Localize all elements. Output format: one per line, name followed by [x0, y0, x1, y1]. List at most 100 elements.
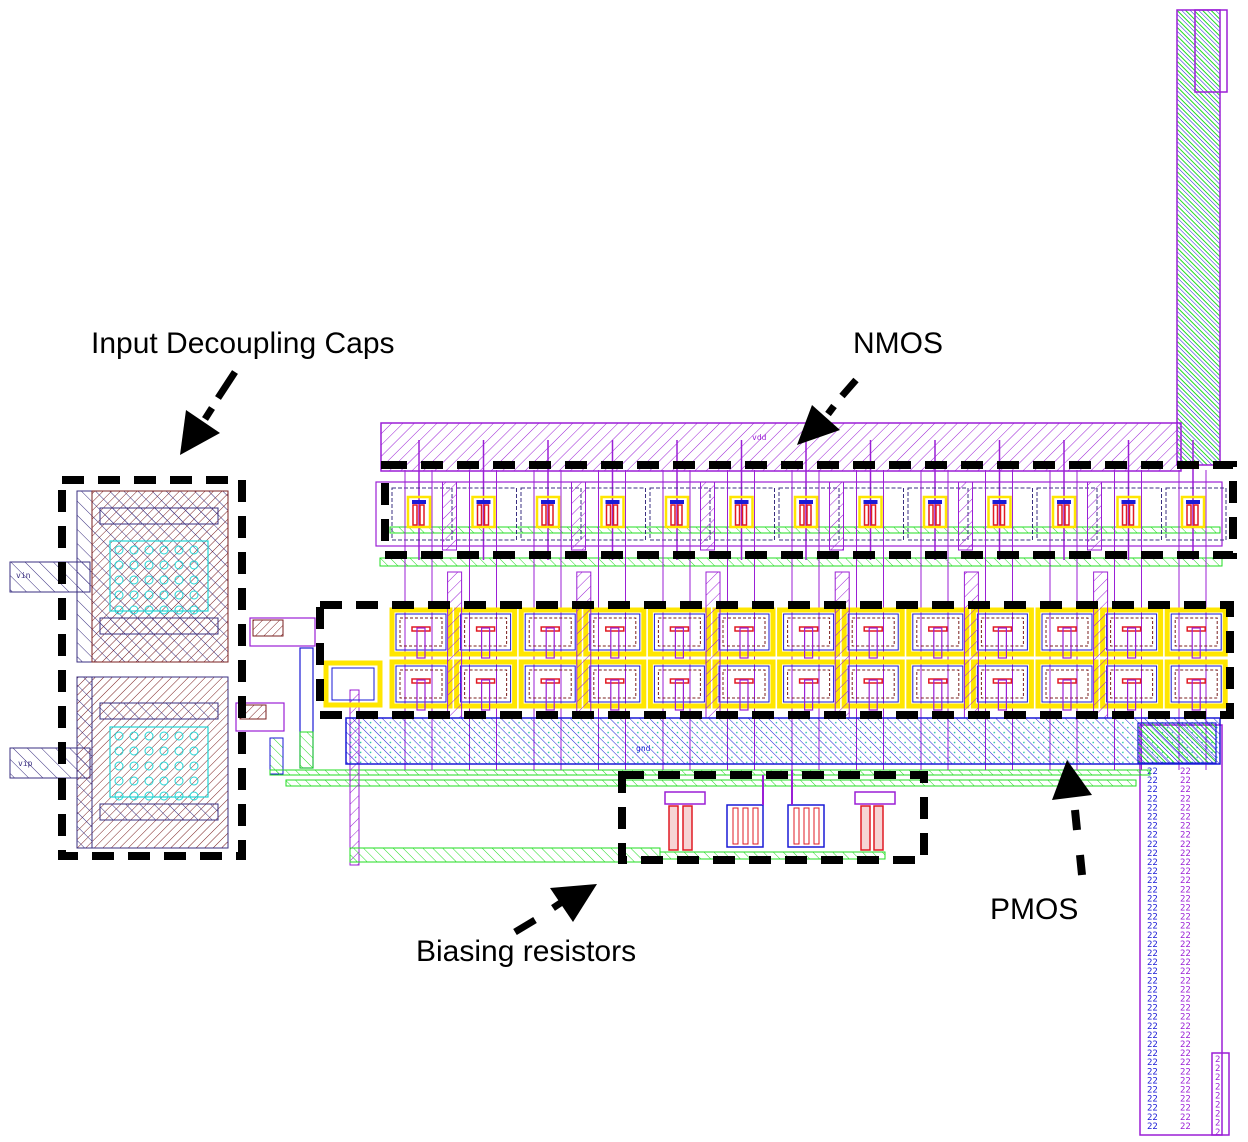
- via: [189, 761, 199, 771]
- nwell: [1100, 607, 1164, 657]
- gate-contact: [1121, 678, 1142, 684]
- diffusion: [787, 669, 831, 699]
- bus-label: 22: [1180, 1067, 1191, 1077]
- active: [847, 665, 899, 703]
- gate-route: [1062, 627, 1072, 659]
- poly: [741, 504, 748, 526]
- bus-label: 22: [1180, 767, 1191, 777]
- diffusion: [1174, 669, 1218, 699]
- via: [159, 545, 169, 555]
- device-outline: [535, 495, 561, 529]
- via: [129, 590, 139, 600]
- via: [114, 575, 124, 585]
- pmos-device: [841, 659, 905, 711]
- contact: [670, 500, 684, 504]
- bus-label: 22: [1147, 840, 1158, 850]
- device-outline: [600, 495, 625, 529]
- pmos-device: [777, 607, 841, 659]
- diffusion: [980, 669, 1024, 699]
- bus-label: 22: [1180, 1031, 1191, 1041]
- nwell: [841, 659, 905, 709]
- via: [174, 590, 184, 600]
- poly: [799, 504, 805, 526]
- via: [114, 761, 124, 771]
- arrow-nmos: [797, 377, 859, 445]
- bus-label: 22: [1180, 958, 1191, 968]
- device-outline: [1116, 495, 1141, 529]
- bus-label: 2: [1215, 1064, 1220, 1074]
- diffusion: [851, 617, 895, 647]
- nwell: [454, 607, 518, 657]
- diffusion: [1174, 617, 1218, 647]
- metal-strap: [571, 481, 586, 551]
- gate-route: [545, 627, 555, 659]
- metal-strap: [1087, 481, 1102, 551]
- gate-contact: [863, 626, 883, 632]
- poly: [1121, 504, 1128, 526]
- active: [718, 613, 770, 651]
- active: [524, 665, 576, 703]
- pmos-device: [970, 607, 1034, 659]
- gate-route: [868, 679, 878, 711]
- bus-label: 22: [1147, 904, 1158, 914]
- nwell: [712, 659, 776, 709]
- nwell: [647, 659, 711, 709]
- nmos-finger: [700, 440, 775, 770]
- gate-contact: [540, 678, 560, 684]
- gate-route: [481, 679, 491, 711]
- diffusion: [593, 617, 637, 647]
- via: [174, 791, 184, 801]
- bus-label: 22: [1147, 922, 1158, 932]
- arrow-pmos: [1052, 760, 1092, 876]
- via: [189, 605, 199, 615]
- nwell: [1035, 659, 1099, 709]
- bus-label: 22: [1147, 1095, 1158, 1105]
- active: [653, 665, 705, 703]
- poly: [863, 504, 870, 526]
- gnd-rail: gnd: [345, 717, 1221, 765]
- gate-contact: [411, 678, 431, 684]
- gate-contact: [928, 626, 948, 632]
- gate-contact: [475, 678, 496, 684]
- bus-label: 22: [1147, 822, 1158, 832]
- bus-label: 22: [1147, 894, 1158, 904]
- pmos-device: [389, 659, 453, 711]
- via: [129, 761, 139, 771]
- bus-label: 22: [1180, 776, 1191, 786]
- pmos-device: [970, 659, 1034, 711]
- via: [114, 605, 124, 615]
- diffusion: [722, 617, 766, 647]
- contact: [476, 500, 491, 504]
- gate-contact: [669, 626, 690, 632]
- gate-route: [739, 679, 749, 711]
- gate-route: [1191, 679, 1201, 711]
- via: [114, 731, 124, 741]
- bus-label: 22: [1147, 949, 1158, 959]
- bus-label: 22: [1147, 803, 1158, 813]
- diffusion: [1110, 617, 1154, 647]
- metal-strap: [1093, 571, 1109, 719]
- via: [189, 776, 199, 786]
- via: [189, 731, 199, 741]
- diffusion: [1110, 669, 1154, 699]
- bus-label: 22: [1180, 1049, 1191, 1059]
- bus-label: 22: [1180, 849, 1191, 859]
- pmos-device: [454, 659, 518, 711]
- pmos-device: [454, 607, 518, 659]
- gate-contact: [1057, 626, 1077, 632]
- active: [524, 613, 576, 651]
- pin-gnd: gnd: [636, 744, 651, 753]
- bus-label: 2: [1215, 1055, 1220, 1065]
- via: [189, 575, 199, 585]
- nwell: [841, 607, 905, 657]
- gate-route: [416, 679, 426, 711]
- arrow-decap: [180, 370, 238, 455]
- via: [159, 776, 169, 786]
- label-nmos: NMOS: [853, 327, 943, 360]
- via: [159, 590, 169, 600]
- gate-contact: [1121, 626, 1142, 632]
- device-outline: [922, 495, 948, 529]
- bus-label: 22: [1180, 1040, 1191, 1050]
- bus-label: 22: [1180, 967, 1191, 977]
